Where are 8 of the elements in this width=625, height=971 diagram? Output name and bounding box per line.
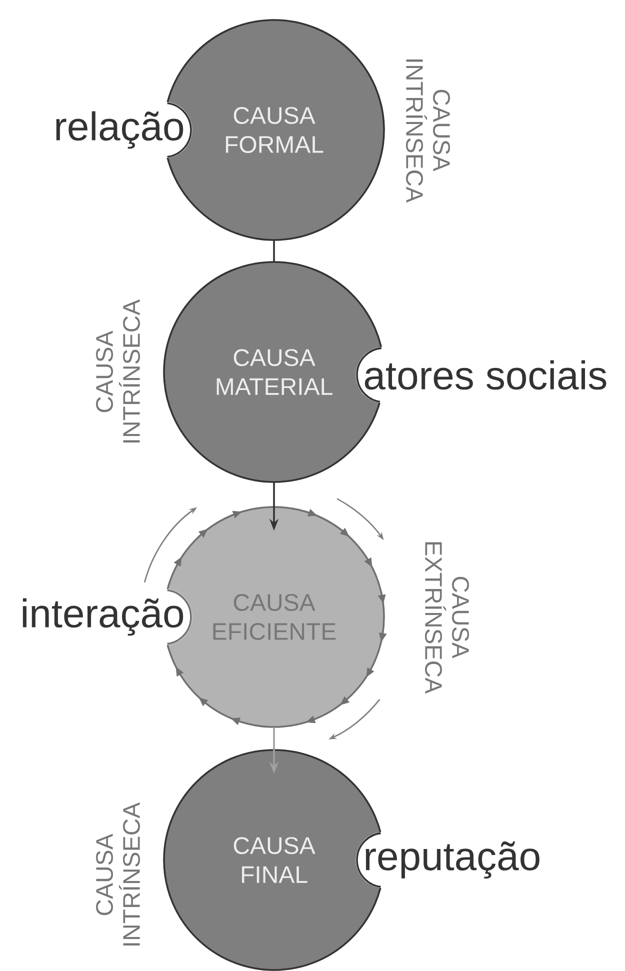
notch-label: interação xyxy=(22,598,184,636)
side-label: CAUSA INTRÍNSECA xyxy=(96,299,140,442)
side-label: CAUSA EXTRÍNSECA xyxy=(425,542,469,694)
notch-label: reputação xyxy=(366,841,540,879)
side-label: CAUSA INTRÍNSECA xyxy=(96,802,140,946)
side-label: CAUSA INTRÍNSECA xyxy=(406,60,450,203)
notch-label: relação xyxy=(56,111,184,149)
notch-label: atores sociais xyxy=(364,360,606,390)
